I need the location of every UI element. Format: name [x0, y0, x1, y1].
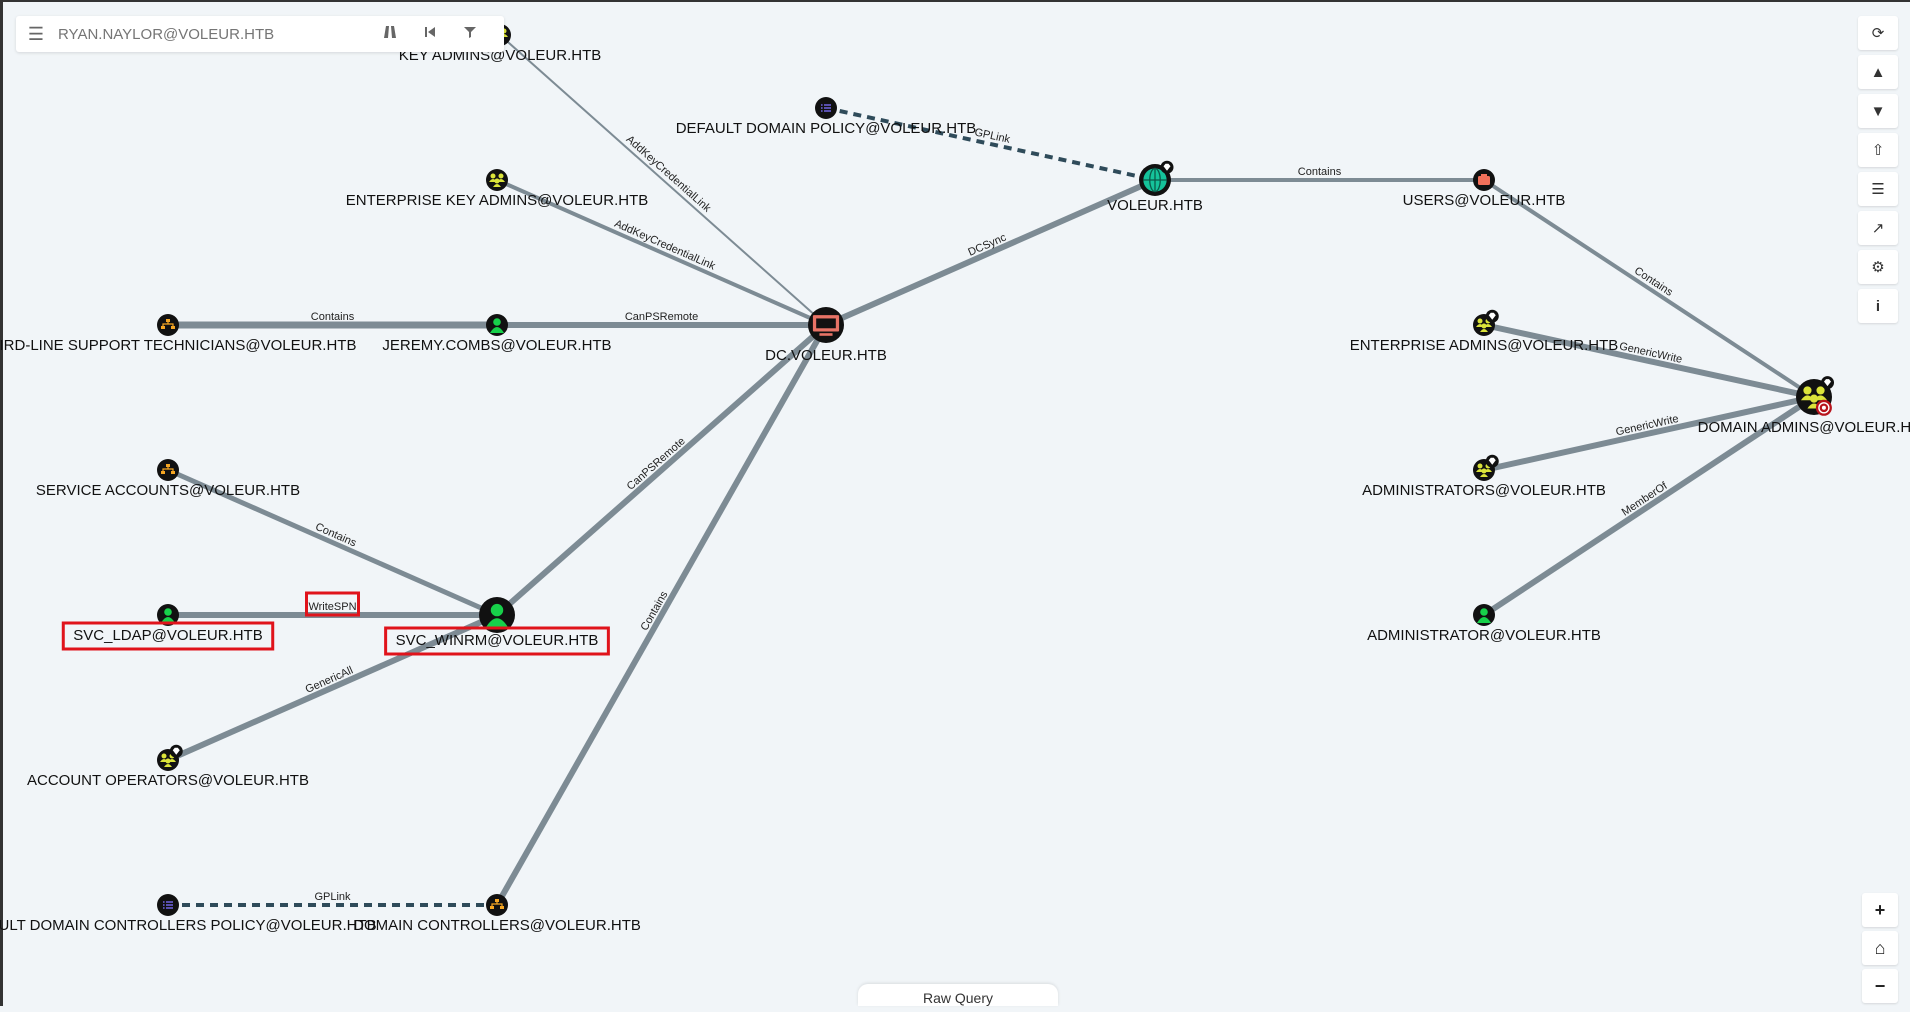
node-label-users[interactable]: USERS@VOLEUR.HTB	[1403, 192, 1566, 209]
high-value-badge-icon	[1821, 376, 1834, 390]
edge-genericwrite-8[interactable]	[1483, 322, 1815, 400]
node-label-svc-ldap[interactable]: SVC_LDAP@VOLEUR.HTB	[73, 627, 262, 644]
chart-icon[interactable]: ↗	[1858, 211, 1898, 245]
right-toolbar: ⟳ ▲ ▼ ⇧ ☰ ↗ ⚙ i	[1858, 16, 1898, 328]
edge-canpsremote-12[interactable]	[495, 322, 828, 618]
edge-memberof-10[interactable]	[1482, 394, 1816, 618]
raw-query-tab[interactable]: Raw Query	[858, 984, 1058, 1006]
high-value-badge-icon	[169, 744, 183, 758]
edge-genericall-14[interactable]	[166, 612, 499, 763]
node-label-enterprise-key-admins[interactable]: ENTERPRISE KEY ADMINS@VOLEUR.HTB	[346, 192, 649, 209]
highlight-box-svc-ldap	[61, 621, 275, 651]
node-label-third-line[interactable]: THIRD-LINE SUPPORT TECHNICIANS@VOLEUR.HT…	[0, 337, 356, 354]
back-icon[interactable]	[410, 25, 450, 43]
node-label-default-domain-policy[interactable]: DEFAULT DOMAIN POLICY@VOLEUR.HTB	[676, 120, 977, 137]
node-administrator-icon[interactable]	[1473, 604, 1495, 626]
writespn-highlight-box	[305, 591, 360, 617]
edge-label-contains: Contains	[1298, 166, 1342, 178]
node-enterprise-key-admins-icon[interactable]	[486, 169, 508, 191]
node-label-svc-winrm[interactable]: SVC_WINRM@VOLEUR.HTB	[396, 632, 599, 649]
node-label-domain-controllers[interactable]: DOMAIN CONTROLLERS@VOLEUR.HTB	[353, 917, 641, 934]
home-icon[interactable]: ⌂	[1862, 931, 1898, 965]
node-default-dc-policy-icon[interactable]	[157, 894, 179, 916]
target-icon	[1815, 399, 1832, 416]
upload-icon[interactable]: ▲	[1858, 55, 1898, 89]
node-domain-controllers-icon[interactable]	[486, 894, 508, 916]
zoom-out-button[interactable]: −	[1862, 969, 1898, 1003]
node-label-domain-admins[interactable]: DOMAIN ADMINS@VOLEUR.HTB	[1698, 419, 1910, 436]
node-label-jeremy[interactable]: JEREMY.COMBS@VOLEUR.HTB	[382, 337, 611, 354]
node-service-accounts-icon[interactable]	[157, 459, 179, 481]
edge-addkeycredentiallink-0[interactable]	[499, 34, 827, 326]
query-list-icon[interactable]: ☰	[1858, 172, 1898, 206]
node-dc-icon[interactable]	[808, 307, 844, 343]
edge-label-writespn: WriteSPN	[308, 601, 356, 613]
high-value-badge-icon	[1160, 160, 1174, 174]
edge-label-canpsremote: CanPSRemote	[625, 435, 688, 493]
refresh-icon[interactable]: ⟳	[1858, 16, 1898, 50]
node-label-administrator[interactable]: ADMINISTRATOR@VOLEUR.HTB	[1367, 627, 1601, 644]
node-label-administrators[interactable]: ADMINISTRATORS@VOLEUR.HTB	[1362, 482, 1606, 499]
settings-icon[interactable]: ⚙	[1858, 250, 1898, 284]
edge-gplink-2[interactable]	[825, 106, 1156, 182]
high-value-badge-icon	[1485, 454, 1499, 468]
node-jeremy-icon[interactable]	[486, 314, 508, 336]
edge-dcsync-4[interactable]	[824, 177, 1157, 328]
highlight-box-svc-winrm	[384, 626, 610, 656]
edge-contains-15[interactable]	[494, 323, 829, 907]
edge-label-canpsremote: CanPSRemote	[625, 311, 698, 323]
edge-addkeycredentiallink-1[interactable]	[496, 178, 827, 327]
info-icon[interactable]: i	[1858, 289, 1898, 323]
search-bar: ☰	[16, 16, 504, 52]
edge-contains-11[interactable]	[166, 467, 499, 618]
edge-contains-7[interactable]	[1482, 178, 1816, 399]
node-default-domain-policy-icon[interactable]	[815, 97, 837, 119]
node-label-default-dc-policy[interactable]: DEFAULT DOMAIN CONTROLLERS POLICY@VOLEUR…	[0, 917, 377, 934]
zoom-controls: + ⌂ −	[1862, 893, 1898, 1007]
filter-icon[interactable]	[450, 25, 490, 43]
node-svc-winrm-icon[interactable]	[479, 597, 515, 633]
node-label-enterprise-admins[interactable]: ENTERPRISE ADMINS@VOLEUR.HTB	[1350, 337, 1619, 354]
search-input[interactable]	[56, 24, 370, 44]
node-label-voleur[interactable]: VOLEUR.HTB	[1107, 197, 1203, 214]
edge-label-contains: Contains	[311, 311, 355, 323]
node-third-line-icon[interactable]	[157, 314, 179, 336]
pathfinding-icon[interactable]	[370, 25, 410, 43]
edge-label-gplink: GPLink	[314, 891, 351, 903]
edge-label-addkeycredentiallink: AddKeyCredentialLink	[612, 218, 717, 273]
node-label-dc[interactable]: DC.VOLEUR.HTB	[765, 347, 887, 364]
edge-genericwrite-9[interactable]	[1483, 394, 1815, 473]
node-users-icon[interactable]	[1473, 169, 1495, 191]
download-icon[interactable]: ▼	[1858, 94, 1898, 128]
node-label-account-operators[interactable]: ACCOUNT OPERATORS@VOLEUR.HTB	[27, 772, 309, 789]
node-label-service-accounts[interactable]: SERVICE ACCOUNTS@VOLEUR.HTB	[36, 482, 300, 499]
zoom-in-button[interactable]: +	[1862, 893, 1898, 927]
high-value-badge-icon	[1485, 309, 1499, 323]
import-icon[interactable]: ⇧	[1858, 133, 1898, 167]
menu-icon[interactable]: ☰	[27, 23, 45, 44]
